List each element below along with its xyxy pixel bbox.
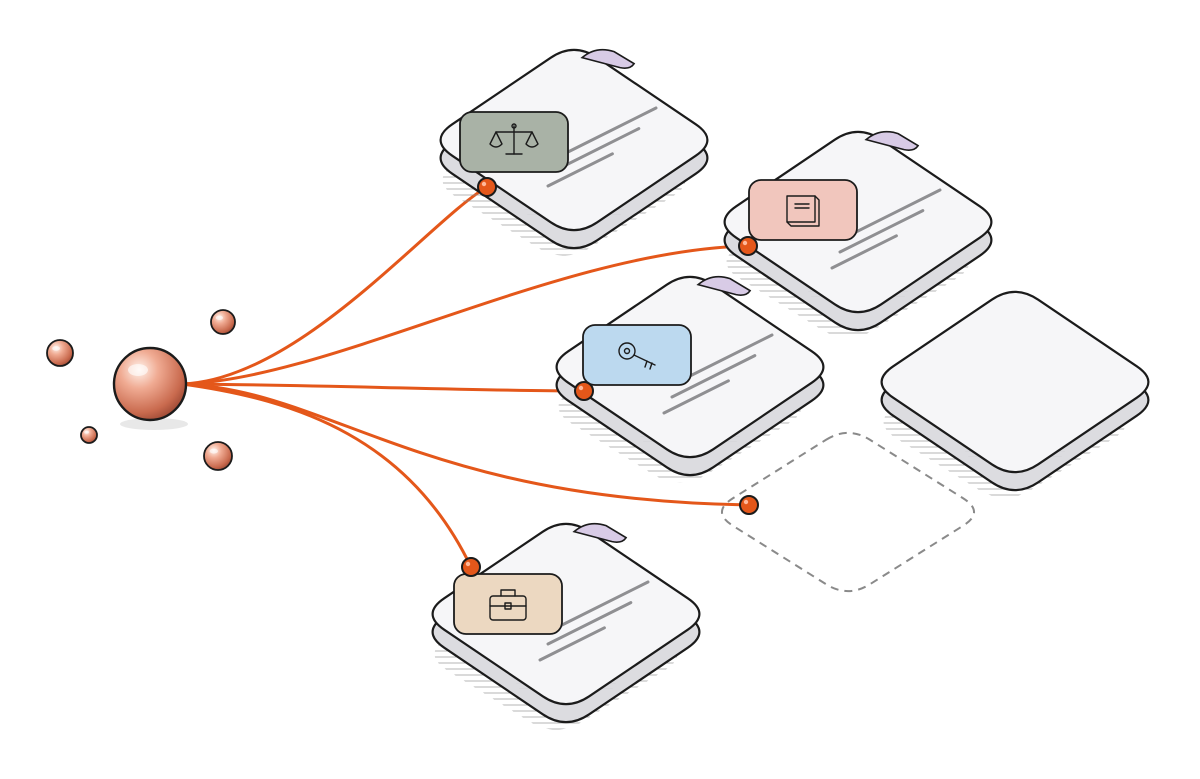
scales-icon [489,123,539,155]
connector-dot-placeholder [739,495,759,515]
card-text-lines [538,580,650,662]
card-tab [864,130,920,151]
wire-to-placeholder [180,382,751,507]
hub-sphere [112,346,188,422]
integration-cards [431,48,1150,730]
card-face [439,48,709,232]
card-business [431,522,701,730]
connector-dots [461,177,759,577]
card-tab [572,522,628,543]
satellite-sphere [210,309,236,335]
hub-cluster [46,309,236,471]
card-text-lines [830,188,942,270]
card-security [555,275,825,483]
wire-to-security [180,382,586,393]
wire-to-legal [180,185,489,386]
key-tile [582,324,692,386]
wire-to-book [180,244,750,386]
connector-dot-business [461,557,481,577]
book-tile [748,179,858,241]
card-text-lines [546,106,658,188]
card-text-lines [662,333,774,415]
satellite-sphere [203,441,233,471]
key-icon [618,342,656,370]
connector-dot-book [738,236,758,256]
briefcase-tile [453,573,563,635]
book-icon [786,195,820,227]
card-face [431,522,701,706]
satellite-sphere [80,426,98,444]
card-legal [439,48,709,256]
briefcase-icon [489,589,527,621]
connector-dot-security [574,381,594,401]
connection-wires [180,185,751,569]
card-tab [696,275,752,296]
connector-dot-legal [477,177,497,197]
card-blank [880,290,1150,498]
card-face [880,290,1150,474]
wire-to-business [180,382,473,569]
card-face [723,130,993,314]
card-book [723,130,993,338]
scales-tile [459,111,569,173]
card-tab [580,48,636,69]
satellite-sphere [46,339,74,367]
